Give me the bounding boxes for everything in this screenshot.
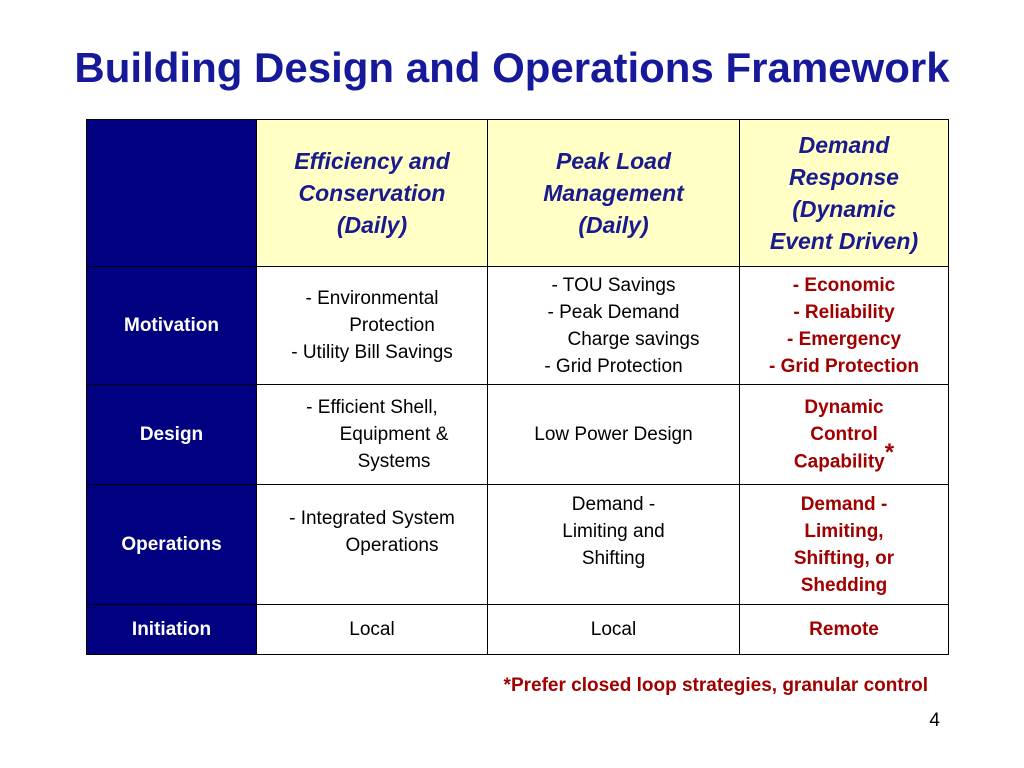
cell-line: Low Power Design [534,424,693,445]
cell-motivation-efficiency: - Environmental Protection - Utility Bil… [256,266,488,385]
column-header-efficiency: Efficiency and Conservation (Daily) [256,119,488,267]
cell-line: Local [349,619,395,640]
column-header-line: Management [543,180,684,206]
column-header-line: Event Driven) [769,228,919,254]
cell-design-peak: Low Power Design [487,384,740,485]
cell-line: - Emergency [786,328,902,350]
cell-line: Protection [349,315,435,336]
cell-line: - Grid Protection [544,355,683,377]
column-header-line: Efficiency and [294,148,450,174]
cell-line: Capability* [746,440,942,475]
framework-table: Efficiency and Conservation (Daily) Peak… [86,119,949,655]
cell-line: Dynamic [804,396,884,418]
cell-line: Systems [357,451,431,472]
column-header-line: (Daily) [336,212,408,238]
table-row-design: Design - Efficient Shell, Equipment & Sy… [86,384,949,485]
cell-line: - Economic [792,274,896,296]
cell-line: - Environmental [305,288,439,309]
cell-line: - Grid Protection [769,355,919,377]
row-header-initiation: Initiation [86,604,257,655]
cell-line: Shedding [800,574,888,596]
cell-operations-efficiency: - Integrated System Operations [256,484,488,605]
cell-line: Remote [809,619,879,640]
table-row-operations: Operations - Integrated System Operation… [86,484,949,605]
page-number: 4 [929,710,940,731]
column-header-line: Demand [798,132,890,158]
column-header-line: Response [789,164,899,190]
footnote-marker: * [884,438,895,466]
cell-line: - Integrated System [289,508,455,529]
column-header-demand-response: Demand Response (Dynamic Event Driven) [739,119,949,267]
cell-operations-demand-response: Demand - Limiting, Shifting, or Shedding [739,484,949,605]
cell-line: Limiting, [804,520,884,542]
row-header-motivation: Motivation [86,266,257,385]
footnote: *Prefer closed loop strategies, granular… [503,675,928,696]
cell-operations-peak: Demand - Limiting and Shifting [487,484,740,605]
row-header-operations: Operations [86,484,257,605]
cell-motivation-demand-response: - Economic - Reliability - Emergency - G… [739,266,949,385]
cell-line: Demand - [571,494,656,515]
column-header-line: (Daily) [578,212,649,238]
table-header-row: Efficiency and Conservation (Daily) Peak… [86,119,949,267]
cell-line: Equipment & [339,424,449,445]
table-row-motivation: Motivation - Environmental Protection - … [86,266,949,385]
row-header-design: Design [86,384,257,485]
column-header-line: Conservation [298,180,446,206]
cell-line: - TOU Savings [551,274,676,296]
cell-line: Shifting, or [793,547,895,569]
cell-line: - Utility Bill Savings [291,342,453,363]
table-row-initiation: Initiation Local Local Remote [86,604,949,655]
cell-motivation-peak: - TOU Savings - Peak Demand Charge savin… [487,266,740,385]
column-header-line: (Dynamic [792,196,896,222]
cell-line: - Peak Demand [547,301,680,323]
cell-line: Demand - [800,493,888,515]
cell-line: - Efficient Shell, [306,397,438,418]
cell-line: Limiting and [562,521,665,542]
cell-line: Local [590,619,637,640]
column-header-peak-load: Peak Load Management (Daily) [487,119,740,267]
cell-line: Operations [345,535,439,556]
cell-initiation-peak: Local [487,604,740,655]
cell-design-efficiency: - Efficient Shell, Equipment & Systems [256,384,488,485]
table-corner-cell [86,119,257,267]
cell-initiation-efficiency: Local [256,604,488,655]
slide-title: Building Design and Operations Framework [74,44,950,91]
cell-line: Charge savings [567,328,700,350]
cell-line: Control [810,423,878,445]
cell-initiation-demand-response: Remote [739,604,949,655]
cell-design-demand-response: Dynamic Control Capability* [739,384,949,485]
column-header-line: Peak Load [555,148,672,174]
cell-line: - Reliability [793,301,895,323]
cell-line: Shifting [581,548,646,569]
cell-line-text: Capability [793,451,885,473]
